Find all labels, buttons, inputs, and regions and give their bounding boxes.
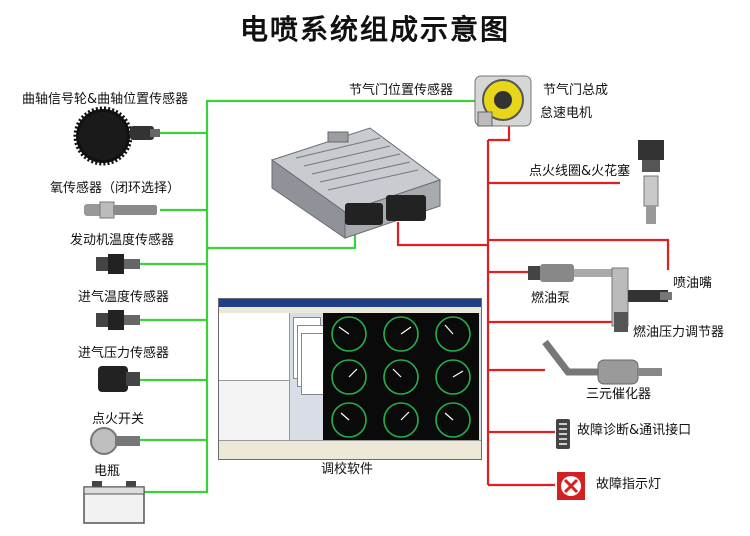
diagram-title: 电喷系统组成示意图 xyxy=(239,13,510,46)
wire-ecu-output xyxy=(396,222,488,247)
sw-log-panel xyxy=(219,380,289,441)
gauges xyxy=(331,316,471,438)
output-wiring xyxy=(396,120,670,487)
throttle-body-icon xyxy=(474,75,532,127)
label-intake-temp-sensor: 进气温度传感器 xyxy=(78,290,170,305)
gauge-grid-svg xyxy=(331,316,471,438)
wire-idle-motor xyxy=(488,120,511,142)
wire-throttle-sensor xyxy=(140,99,475,494)
label-battery: 电瓶 xyxy=(94,464,121,479)
label-fault-lamp: 故障指示灯 xyxy=(596,477,662,492)
ignition-coil-icon xyxy=(638,140,664,224)
label-intake-pressure-sensor: 进气压力传感器 xyxy=(78,346,170,361)
sw-menubar xyxy=(219,307,481,313)
engine-temp-sensor-icon xyxy=(96,254,140,274)
label-diag-port: 故障诊断&通讯接口 xyxy=(577,423,692,438)
label-crank-sensor: 曲轴信号轮&曲轴位置传感器 xyxy=(22,92,189,107)
wire-injector xyxy=(488,238,670,270)
label-catalyst: 三元催化器 xyxy=(586,387,652,402)
crank-wheel-icon xyxy=(73,106,133,166)
intake-pressure-sensor-icon xyxy=(98,366,140,392)
label-fuel-pump: 燃油泵 xyxy=(531,291,571,306)
sw-gauge-grid xyxy=(323,313,479,441)
fuel-injector-icon xyxy=(611,267,672,332)
label-idle-motor: 怠速电机 xyxy=(540,106,593,121)
ecu-icon xyxy=(270,127,442,239)
ignition-switch-icon xyxy=(90,427,140,455)
label-throttle-body: 节气门总成 xyxy=(543,83,609,98)
label-throttle-sensor: 节气门位置传感器 xyxy=(349,83,454,98)
label-tuning-software: 调校软件 xyxy=(321,462,374,477)
fuel-pump-icon xyxy=(528,264,614,282)
o2-sensor-icon xyxy=(84,201,157,219)
label-ignition-coil: 点火线圈&火花塞 xyxy=(529,164,631,179)
sw-statusbar xyxy=(219,440,481,459)
catalyst-icon xyxy=(542,339,662,385)
tuning-software-screenshot xyxy=(218,298,482,460)
fault-lamp-icon xyxy=(557,472,585,500)
crank-sensor-icon xyxy=(130,126,160,140)
sw-stacked-panels xyxy=(293,317,325,419)
diag-port-icon xyxy=(556,419,570,449)
label-ignition-switch: 点火开关 xyxy=(92,412,145,427)
label-pressure-regulator: 燃油压力调节器 xyxy=(633,325,725,340)
label-o2-sensor: 氧传感器（闭环选择） xyxy=(50,181,181,196)
label-injector: 喷油嘴 xyxy=(673,276,713,291)
sw-titlebar xyxy=(219,299,481,307)
label-engine-temp-sensor: 发动机温度传感器 xyxy=(70,233,175,248)
intake-temp-sensor-icon xyxy=(96,310,140,330)
battery-icon xyxy=(83,481,145,524)
input-wiring xyxy=(140,99,475,494)
